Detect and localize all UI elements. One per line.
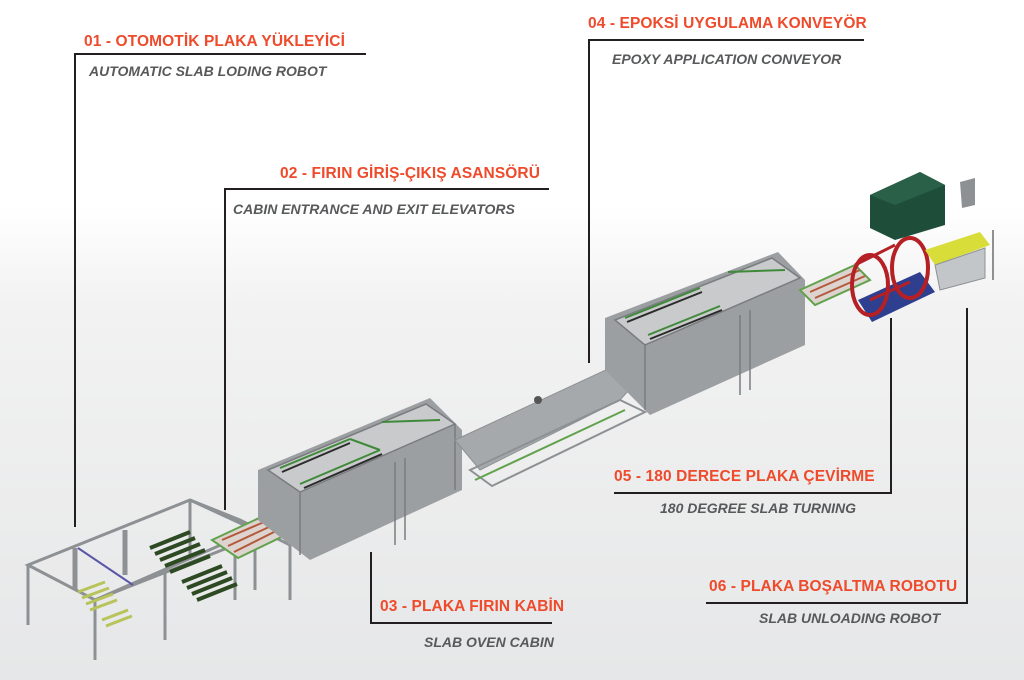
callout-01-leader-v: [74, 53, 76, 527]
callout-04-title: 04 - EPOKSİ UYGULAMA KONVEYÖR: [588, 15, 867, 32]
callout-04-leader-h: [588, 39, 864, 41]
callout-05-leader-v: [890, 318, 892, 494]
callout-02-leader-v: [224, 188, 226, 510]
callout-05-leader-h: [614, 492, 892, 494]
callout-04-subtitle: EPOXY APPLICATION CONVEYOR: [612, 51, 842, 67]
callout-04-leader-v: [588, 39, 590, 363]
callout-06-leader-v: [966, 308, 968, 604]
callout-02-subtitle: CABIN ENTRANCE AND EXIT ELEVATORS: [233, 201, 515, 217]
callout-03-leader-h: [370, 622, 552, 624]
slab-turner: [850, 236, 935, 322]
roller-grid-green: [149, 530, 238, 602]
callout-03-title: 03 - PLAKA FIRIN KABİN: [380, 598, 565, 615]
callout-05-subtitle: 180 DEGREE SLAB TURNING: [660, 500, 857, 516]
callout-01-leader-h: [74, 53, 366, 55]
oven-cabin-1: [258, 398, 462, 560]
callout-06-title: 06 - PLAKA BOŞALTMA ROBOTU: [709, 578, 958, 595]
callout-01-subtitle: AUTOMATIC SLAB LODING ROBOT: [89, 63, 327, 79]
callout-06-subtitle: SLAB UNLOADING ROBOT: [759, 610, 941, 626]
callout-02-leader-h: [224, 188, 549, 190]
callout-03-leader-v: [370, 552, 372, 624]
exit-conveyor: [798, 263, 872, 307]
callout-06-leader-h: [706, 602, 968, 604]
callout-03-subtitle: SLAB OVEN CABIN: [424, 634, 554, 650]
callout-01-title: 01 - OTOMOTİK PLAKA YÜKLEYİCİ: [84, 33, 345, 50]
callout-02-title: 02 - FIRIN GİRİŞ-ÇIKIŞ ASANSÖRÜ: [280, 165, 541, 182]
roller-grid-yellow: [77, 580, 133, 628]
callout-05-title: 05 - 180 DERECE PLAKA ÇEVİRME: [614, 468, 875, 485]
unloading-robot: [870, 172, 994, 291]
oven-cabin-2: [605, 252, 805, 415]
